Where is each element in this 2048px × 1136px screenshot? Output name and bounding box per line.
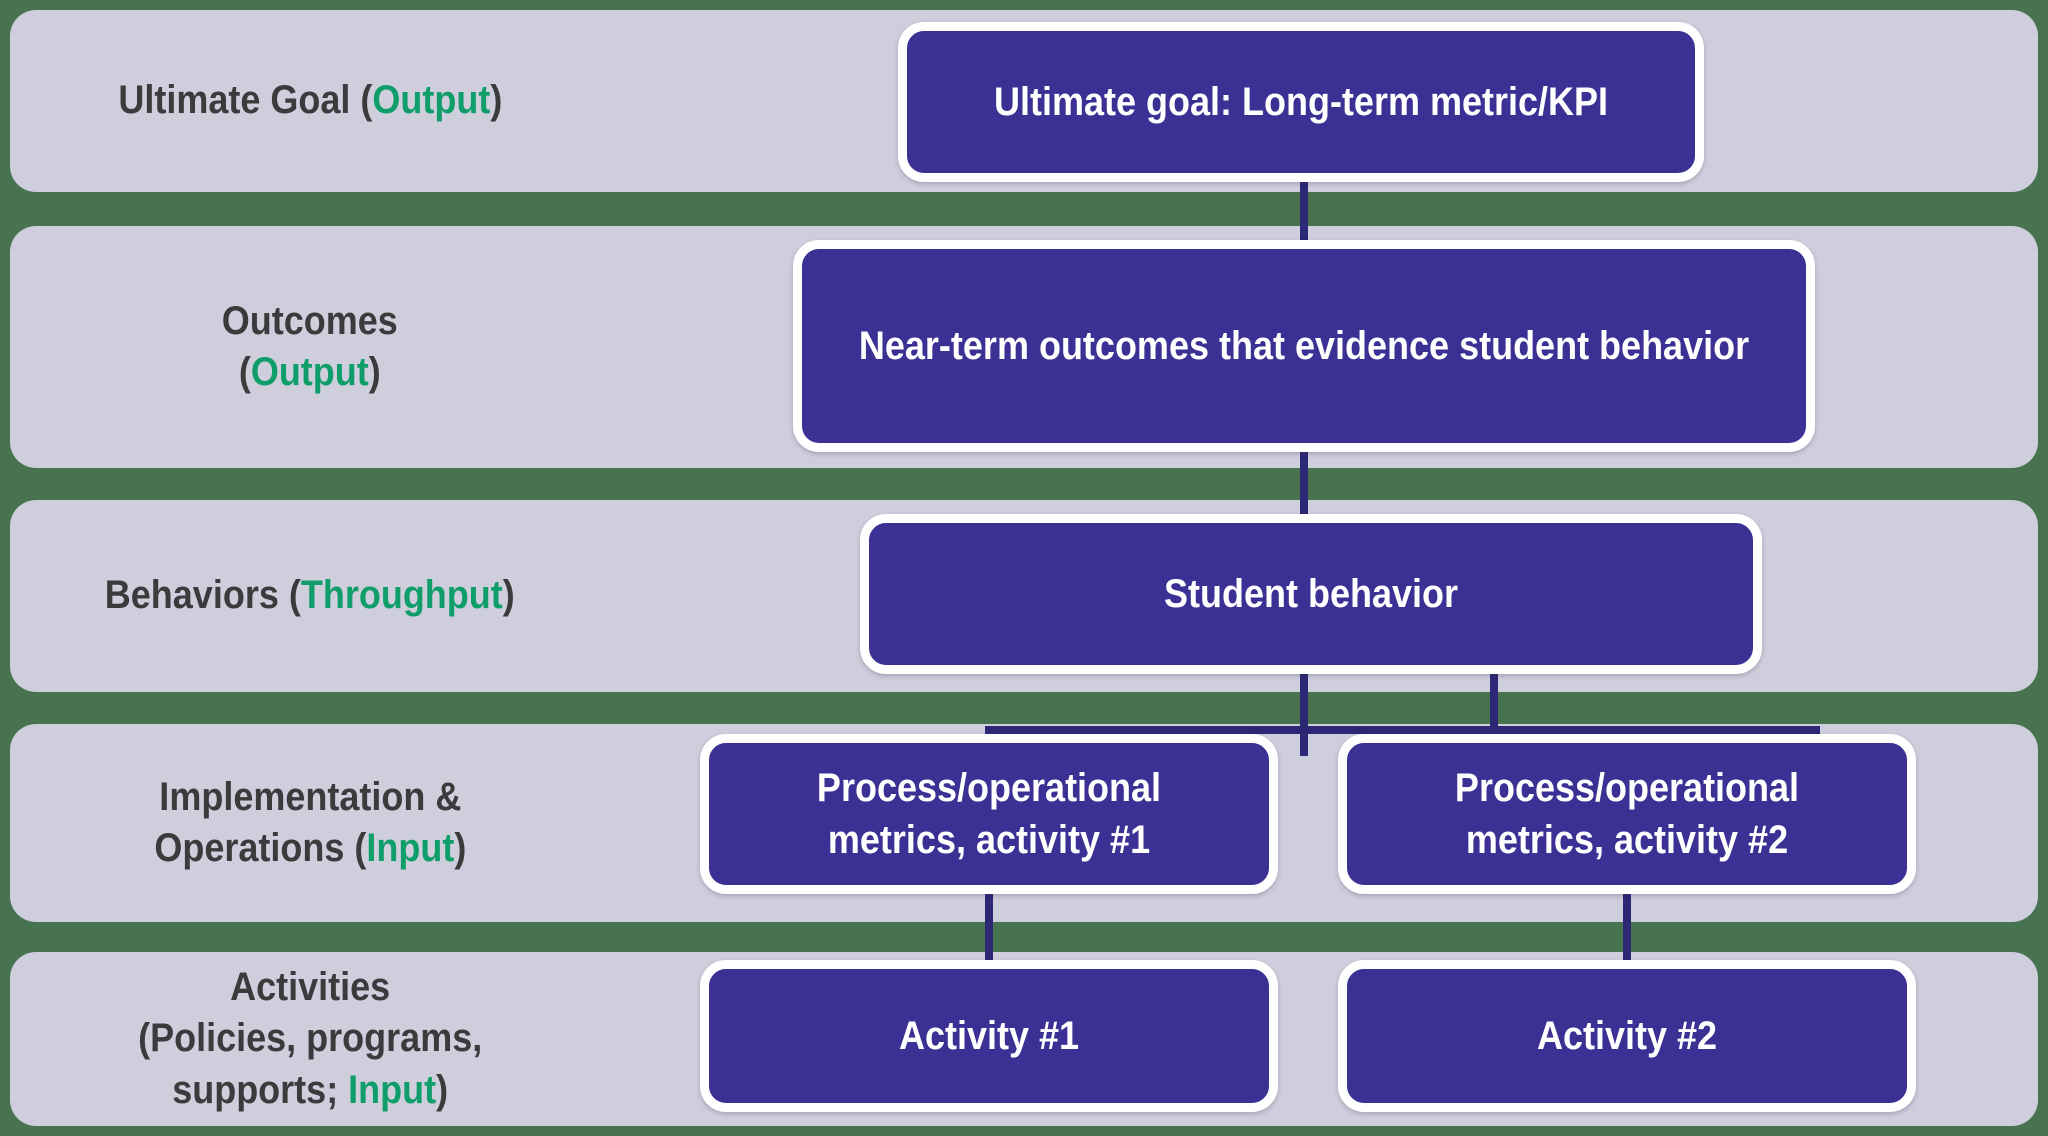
label-line: (Policies, programs, <box>137 1016 483 1061</box>
node-student-behavior: Student behavior <box>860 514 1762 674</box>
node-activity-2: Activity #2 <box>1338 960 1916 1112</box>
connector-branch-bar <box>985 726 1820 734</box>
label-line: Behaviors (Throughput) <box>104 573 515 618</box>
connector-behavior-drop-center <box>1300 672 1308 756</box>
row-label-ultimate-goal: Ultimate Goal (Output) <box>10 10 610 192</box>
row-label-behaviors: Behaviors (Throughput) <box>10 500 610 692</box>
label-line: Outcomes <box>221 298 399 343</box>
node-text: Student behavior <box>1163 572 1459 616</box>
node-text: Ultimate goal: Long-term metric/KPI <box>993 80 1609 124</box>
node-text: metrics, activity #2 <box>1465 818 1789 862</box>
node-text: Activity #2 <box>1536 1014 1718 1058</box>
node-process-metrics-1: Process/operational metrics, activity #1 <box>700 734 1278 894</box>
accent-input: Input <box>366 826 454 870</box>
node-text: Process/operational <box>816 766 1162 810</box>
label-line: Activities <box>229 965 391 1010</box>
node-text: metrics, activity #1 <box>827 818 1151 862</box>
connector-goal-to-outcomes <box>1300 180 1308 244</box>
label-line: Operations (Input) <box>154 826 466 870</box>
accent-output: Output <box>251 350 369 394</box>
accent-output: Output <box>372 78 490 123</box>
row-label-activities: Activities (Policies, programs, supports… <box>10 952 610 1126</box>
connector-process1-to-activity1 <box>985 892 993 964</box>
label-line: Implementation & <box>158 774 462 819</box>
node-near-term-outcomes: Near-term outcomes that evidence student… <box>793 240 1815 452</box>
node-ultimate-goal: Ultimate goal: Long-term metric/KPI <box>898 22 1704 182</box>
connector-outcomes-to-behavior <box>1300 450 1308 518</box>
label-line: (Output) <box>239 350 381 394</box>
node-text: Activity #1 <box>898 1014 1080 1058</box>
connector-process2-to-activity2 <box>1623 892 1631 964</box>
connector-behavior-drop-right <box>1490 672 1498 744</box>
label-line: Ultimate Goal (Output) <box>118 78 502 123</box>
label-line: supports; Input) <box>172 1067 448 1112</box>
node-activity-1: Activity #1 <box>700 960 1278 1112</box>
node-text: Near-term outcomes that evidence student… <box>858 324 1750 368</box>
row-label-outcomes: Outcomes (Output) <box>10 226 610 468</box>
accent-throughput: Throughput <box>301 573 503 618</box>
row-label-implementation: Implementation & Operations (Input) <box>10 724 610 922</box>
node-text: Process/operational <box>1454 766 1800 810</box>
accent-input: Input <box>348 1067 436 1112</box>
node-process-metrics-2: Process/operational metrics, activity #2 <box>1338 734 1916 894</box>
